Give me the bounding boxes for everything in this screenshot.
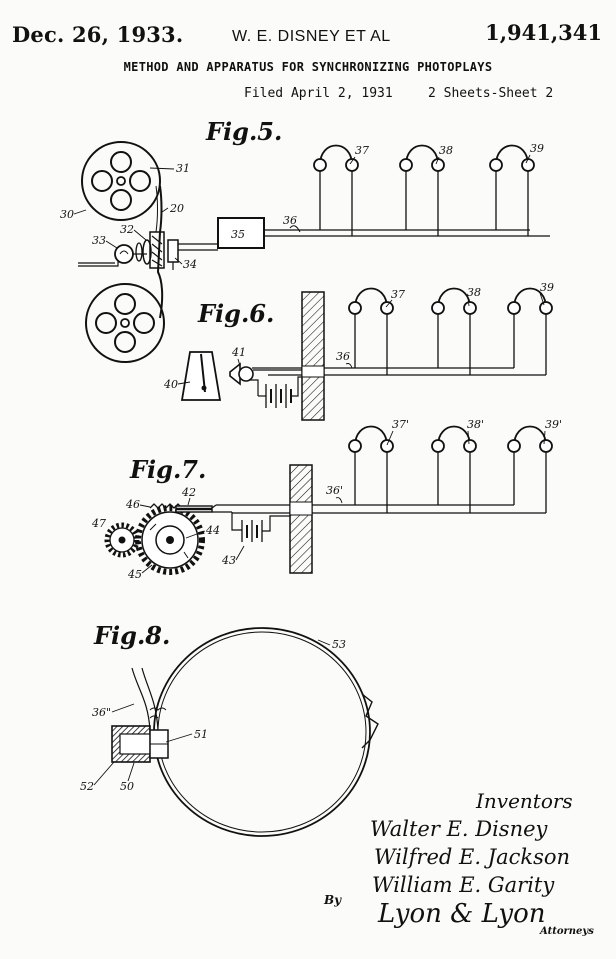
ref-50: 50: [120, 780, 134, 793]
ref-39-prime: 39': [545, 418, 562, 431]
sound-pickup-assembly: [135, 231, 179, 270]
attorneys-signature: Lyon & Lyon: [377, 899, 545, 929]
ref-44: 44: [205, 524, 220, 537]
inventor-heading: W. E. DISNEY ET AL: [232, 28, 391, 45]
ref-53: 53: [332, 638, 346, 651]
figure-5: Fig.5.: [60, 117, 550, 363]
figure-5-label: Fig.5.: [205, 117, 282, 146]
ref-41: 41: [231, 346, 246, 359]
sheet-number: 2 Sheets-Sheet 2: [428, 86, 554, 101]
ref-39: 39: [530, 142, 544, 155]
ref-32: 32: [120, 223, 134, 236]
inventors-label: Inventors: [475, 789, 573, 813]
earphone: [111, 725, 169, 763]
microphone: [229, 362, 302, 396]
ref-30: 30: [60, 208, 74, 221]
small-gear: [104, 522, 140, 558]
exciter-lamp: [78, 244, 147, 267]
ref-34: 34: [183, 258, 197, 271]
figure-8-label: Fig.8.: [93, 621, 170, 650]
ref-40: 40: [163, 378, 178, 391]
battery-fig6: [258, 376, 302, 408]
inventor-name-1: Walter E. Disney: [370, 817, 549, 841]
ref-47: 47: [91, 517, 106, 530]
attorneys-label: Attorneys: [539, 926, 594, 937]
headband: [153, 627, 379, 837]
by-label: By: [323, 893, 342, 907]
ref-20: 20: [169, 202, 184, 215]
patent-date: Dec. 26, 1933.: [12, 22, 184, 47]
upper-film-reel: [81, 141, 161, 221]
figure-7-label: Fig.7.: [129, 455, 206, 484]
contact-spring: [149, 503, 232, 513]
battery-fig7: [231, 512, 290, 542]
ref-36-prime: 36': [326, 484, 343, 497]
patent-title: METHOD AND APPARATUS FOR SYNCHRONIZING P…: [123, 60, 493, 74]
headset-37: [313, 144, 359, 172]
lower-film-reel: [85, 283, 165, 363]
ref-36-fig6: 36: [336, 350, 350, 363]
filed-date: Filed April 2, 1931: [244, 86, 393, 101]
figure-7: Fig.7.: [91, 418, 562, 581]
ref-46: 46: [125, 498, 140, 511]
ref-45: 45: [127, 568, 142, 581]
headset-37-prime: [348, 425, 394, 453]
signature-block: Inventors Walter E. Disney Wilfred E. Ja…: [323, 789, 594, 937]
headset-38: [399, 144, 445, 172]
ref-38-prime: 38': [467, 418, 484, 431]
ref-39-fig6: 39: [540, 281, 554, 294]
inventor-name-3: William E. Garity: [372, 873, 555, 897]
ref-36-double-prime: 36": [92, 706, 111, 719]
film-strip: [156, 185, 164, 319]
ref-35: 35: [231, 228, 245, 241]
ref-33: 33: [92, 234, 106, 247]
ref-37-prime: 37': [392, 418, 409, 431]
wall-section: [301, 291, 325, 421]
ref-52: 52: [80, 780, 94, 793]
wall-section-fig7: [289, 464, 313, 574]
figure-8: Fig.8. 53 36" 51 52: [80, 621, 379, 837]
metronome: [180, 351, 222, 401]
figure-6-label: Fig.6.: [197, 299, 274, 328]
ref-31: 31: [176, 162, 190, 175]
patent-number: 1,941,341: [485, 20, 602, 45]
figure-6: Fig.6.: [163, 281, 554, 421]
ref-43: 43: [221, 554, 236, 567]
ref-36: 36: [283, 214, 297, 227]
ref-37: 37: [355, 144, 369, 157]
ref-42: 42: [181, 486, 196, 499]
ref-51: 51: [194, 728, 208, 741]
headset-39: [489, 144, 535, 172]
amplifier-box: [217, 217, 265, 249]
headset-37-fig6: [348, 287, 394, 315]
ref-37-fig6: 37: [391, 288, 405, 301]
ref-38-fig6: 38: [467, 286, 481, 299]
ref-38: 38: [439, 144, 453, 157]
large-gear: [135, 505, 205, 575]
inventor-name-2: Wilfred E. Jackson: [374, 845, 570, 869]
earphone-cord: [131, 667, 167, 731]
